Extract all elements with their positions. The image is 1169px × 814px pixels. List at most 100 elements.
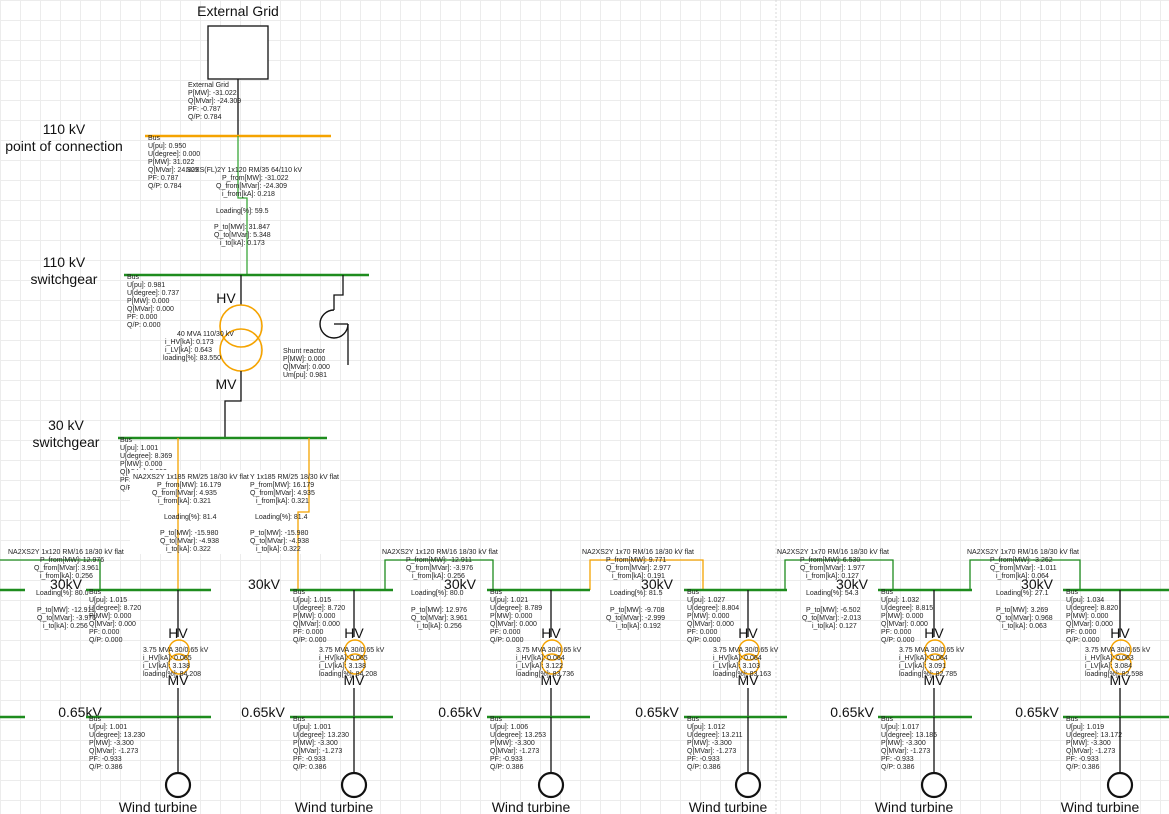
unit-4-wind-turbine-icon[interactable] — [734, 771, 762, 799]
string-cable-3-from-results: NA2XS2Y 1x70 RM/16 18/30 kV flat P_from[… — [582, 549, 696, 580]
unit-1-trafo-hv-winding[interactable] — [168, 639, 190, 661]
unit-2-trafo-lv-winding[interactable] — [344, 653, 366, 675]
unit-5-trafo-hv-winding[interactable] — [924, 639, 946, 661]
unit-3-lv-voltage-label: 0.65kV — [438, 704, 482, 720]
unit-1-wind-turbine-icon[interactable] — [164, 771, 192, 799]
unit-5-turbine-label: Wind turbine — [875, 799, 954, 814]
shunt-reactor-coil-icon[interactable] — [319, 309, 349, 339]
unit-4-trafo-hv-label: HV — [738, 625, 758, 641]
unit-4-trafo-hv-winding[interactable] — [738, 639, 760, 661]
string-cable-2-from-results: NA2XS2Y 1x120 RM/16 18/30 kV flat P_from… — [382, 549, 500, 580]
unit-1-trafo-hv-label: HV — [168, 625, 188, 641]
unit-4-lv-voltage-label: 0.65kV — [635, 704, 679, 720]
hv-cable-from-results: N2XS(FL)2Y 1x120 RM/35 64/110 kV P_from[… — [186, 167, 304, 198]
unit-2-lv-voltage-label: 0.65kV — [241, 704, 285, 720]
unit-6-wind-turbine-icon[interactable] — [1106, 771, 1134, 799]
unit-6-turbine-label: Wind turbine — [1061, 799, 1140, 814]
unit-5-trafo-hv-label: HV — [924, 625, 944, 641]
hv-cable[interactable] — [237, 136, 248, 275]
string-cable-5-to-results: P_to[MW]: 3.269 Q_to[MVar]: 0.968 i_to[k… — [996, 607, 1055, 630]
unit-3-wind-turbine-icon[interactable] — [537, 771, 565, 799]
string-cable-4-from-results: NA2XS2Y 1x70 RM/16 18/30 kV flat P_from[… — [777, 549, 891, 580]
string-cable-2[interactable] — [384, 559, 494, 590]
sg30-voltage-label: 30 kV — [48, 417, 84, 433]
main-trafo-mv-label: MV — [216, 376, 238, 392]
string-cable-3-to-results: P_to[MW]: -9.708 Q_to[MVar]: -2.999 i_to… — [606, 607, 667, 630]
unit-2-wind-turbine-icon[interactable] — [340, 771, 368, 799]
main-trafo-results: 40 MVA 110/30 kV i_HV[kA]: 0.173 i_LV[kA… — [163, 331, 236, 362]
string-cable-3[interactable] — [589, 559, 704, 590]
unit-3-trafo-lv-winding[interactable] — [541, 653, 563, 675]
external-grid-symbol[interactable] — [207, 25, 269, 80]
unit-1-turbine-label: Wind turbine — [119, 799, 198, 814]
unit-6-trafo-lv-winding[interactable] — [1110, 653, 1132, 675]
unit-6-trafo-hv-winding[interactable] — [1110, 639, 1132, 661]
unit-1-trafo-mv-label: MV — [168, 672, 190, 688]
unit-5-trafo-lv-winding[interactable] — [924, 653, 946, 675]
unit-2-trafo-hv-winding[interactable] — [344, 639, 366, 661]
unit-3-mv-voltage-label: 30kV — [444, 576, 477, 592]
unit-5-wind-turbine-icon[interactable] — [920, 771, 948, 799]
unit-1-trafo-lv-winding[interactable] — [168, 653, 190, 675]
string-cable-3-loading: Loading[%]: 81.5 — [610, 590, 663, 597]
sg30-name-label: switchgear — [33, 434, 100, 450]
unit-3-trafo-hv-winding[interactable] — [541, 639, 563, 661]
sg110-name-label: switchgear — [31, 271, 98, 287]
shunt-reactor-connection — [333, 275, 344, 310]
main-trafo-mv-connection — [224, 371, 242, 438]
feeder-2-loading: Loading[%]: 81.4 — [255, 514, 308, 521]
unit-2-trafo-mv-label: MV — [344, 672, 366, 688]
feeder-2-from-results: Y 1x185 RM/25 18/30 kV flat P_from[MW]: … — [250, 474, 341, 505]
unit-5-lv-voltage-label: 0.65kV — [830, 704, 874, 720]
string-cable-2-loading: Loading[%]: 80.0 — [411, 590, 464, 597]
hv-cable-to-results: P_to[MW]: 31.847 Q_to[MVar]: 5.348 i_to[… — [214, 224, 273, 247]
feeder-1-loading: Loading[%]: 81.4 — [164, 514, 217, 521]
string-cable-4-loading: Loading[%]: 54.3 — [806, 590, 859, 597]
feeder-1-from-results: NA2XS2Y 1x185 RM/25 18/30 kV flat P_from… — [133, 474, 251, 505]
string-cable-1-loading: Loading[%]: 80.0 — [36, 590, 89, 597]
unit-4-trafo-lv-winding[interactable] — [738, 653, 760, 675]
feeder-2-cable[interactable] — [297, 438, 310, 590]
main-trafo-hv-label: HV — [216, 290, 236, 306]
unit-2-trafo-hv-label: HV — [344, 625, 364, 641]
string-cable-4[interactable] — [784, 559, 894, 590]
unit-6-lv-voltage-label: 0.65kV — [1015, 704, 1059, 720]
unit-2-mv-voltage-label: 30kV — [248, 576, 281, 592]
feeder-1-to-results: P_to[MW]: -15.980 Q_to[MVar]: -4.938 i_t… — [160, 530, 221, 553]
string-cable-1-from-results: NA2XS2Y 1x120 RM/16 18/30 kV flat P_from… — [8, 549, 126, 580]
unit-2-turbine-label: Wind turbine — [295, 799, 374, 814]
string-cable-5[interactable] — [969, 559, 1081, 590]
unit-6-mv-voltage-label: 30kV — [1021, 576, 1054, 592]
main-trafo-hv-winding[interactable] — [219, 304, 263, 348]
external-grid-title: External Grid — [197, 3, 279, 19]
string-cable-2-to-results: P_to[MW]: 12.976 Q_to[MVar]: 3.961 i_to[… — [411, 607, 470, 630]
unit-4-trafo-mv-label: MV — [738, 672, 760, 688]
string-cable-1[interactable] — [0, 559, 101, 590]
unit-6-trafo-hv-label: HV — [1110, 625, 1130, 641]
poc-name-label: point of connection — [5, 138, 123, 154]
sg110-bus-results: Bus U[pu]: 0.981 U[degree]: 0.737 P[MW]:… — [127, 274, 181, 329]
unit-3-trafo-mv-label: MV — [541, 672, 563, 688]
string-cable-5-from-results: NA2XS2Y 1x70 RM/16 18/30 kV flat P_from[… — [967, 549, 1081, 580]
